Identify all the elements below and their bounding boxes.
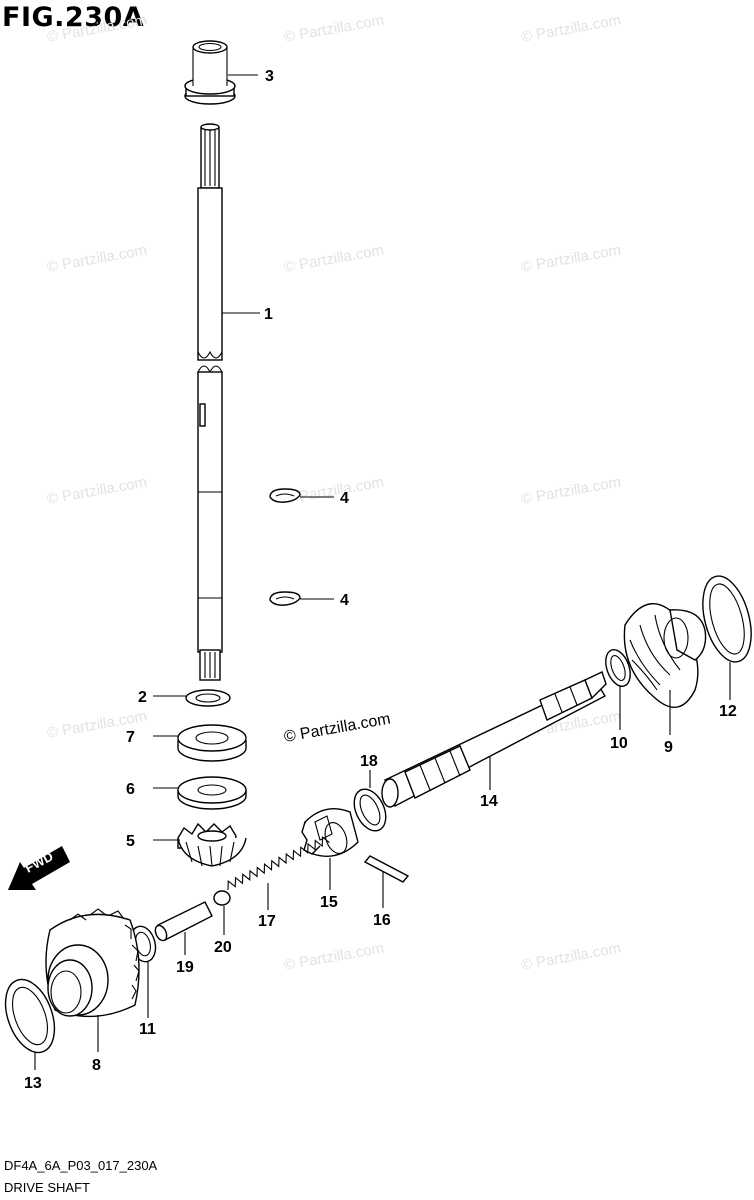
- callout-4: 4: [340, 592, 349, 609]
- part-17-spring: [227, 835, 330, 891]
- callout-1: 1: [264, 306, 273, 323]
- part-9-reverse-gear: [623, 603, 707, 708]
- watermark: © Partzilla.com: [46, 474, 148, 508]
- part-13-ring: [4, 978, 56, 1054]
- part-6-shim: [177, 776, 247, 810]
- part-8-forward-gear: [45, 908, 140, 1018]
- center-watermark: © Partzilla.com: [283, 710, 392, 745]
- callout-6: 6: [126, 781, 135, 798]
- leader-lines: [34, 74, 731, 1070]
- watermark: © Partzilla.com: [283, 12, 385, 46]
- callout-14: 14: [480, 793, 498, 810]
- watermark: © Partzilla.com: [520, 474, 622, 508]
- callout-8: 8: [92, 1057, 101, 1074]
- callout-12: 12: [719, 703, 737, 720]
- watermark: © Partzilla.com: [520, 242, 622, 276]
- callout-4: 4: [340, 490, 349, 507]
- part-20-ball: [213, 890, 231, 906]
- callout-11: 11: [139, 1021, 156, 1038]
- callout-5: 5: [126, 833, 135, 850]
- watermark: © Partzilla.com: [283, 242, 385, 276]
- fwd-arrow-icon: FWD: [8, 846, 70, 890]
- part-14-propeller-shaft: [381, 671, 607, 808]
- callout-9: 9: [664, 739, 673, 756]
- diagram-name: DRIVE SHAFT: [4, 1180, 90, 1195]
- callout-19: 19: [176, 959, 194, 976]
- callouts: 3 1 4 4 2 7 6 5 8 9 10 11 12 13 14 15 16…: [24, 68, 737, 1092]
- part-18-ring: [353, 788, 387, 832]
- part-16-pin: [363, 855, 410, 883]
- callout-17: 17: [258, 913, 276, 930]
- callout-2: 2: [138, 689, 147, 706]
- part-7-shim: [177, 724, 247, 762]
- callout-7: 7: [126, 729, 135, 746]
- part-5-pinion-gear: [177, 822, 247, 867]
- part-10-ring: [605, 649, 631, 687]
- callout-13: 13: [24, 1075, 42, 1092]
- callout-10: 10: [610, 735, 628, 752]
- callout-18: 18: [360, 753, 378, 770]
- figure-title: FIG.230A: [2, 2, 145, 33]
- part-12-ring: [702, 575, 752, 663]
- callout-15: 15: [320, 894, 338, 911]
- part-4-clip: [269, 591, 301, 606]
- watermark: © Partzilla.com: [46, 242, 148, 276]
- watermark: © Partzilla.com: [46, 12, 148, 46]
- callout-16: 16: [373, 912, 391, 929]
- part-2-washer: [185, 689, 231, 707]
- watermark: © Partzilla.com: [520, 940, 622, 974]
- part-19-push-rod: [154, 901, 213, 942]
- part-1-drive-shaft: [197, 123, 223, 681]
- part-3-bushing: [184, 40, 236, 105]
- callout-3: 3: [265, 68, 274, 85]
- callout-20: 20: [214, 939, 232, 956]
- part-4-clip: [269, 488, 301, 503]
- diagram-code: DF4A_6A_P03_017_230A: [4, 1158, 158, 1173]
- part-15-clutch: [301, 808, 359, 857]
- watermark: © Partzilla.com: [283, 940, 385, 974]
- watermark: © Partzilla.com: [520, 12, 622, 46]
